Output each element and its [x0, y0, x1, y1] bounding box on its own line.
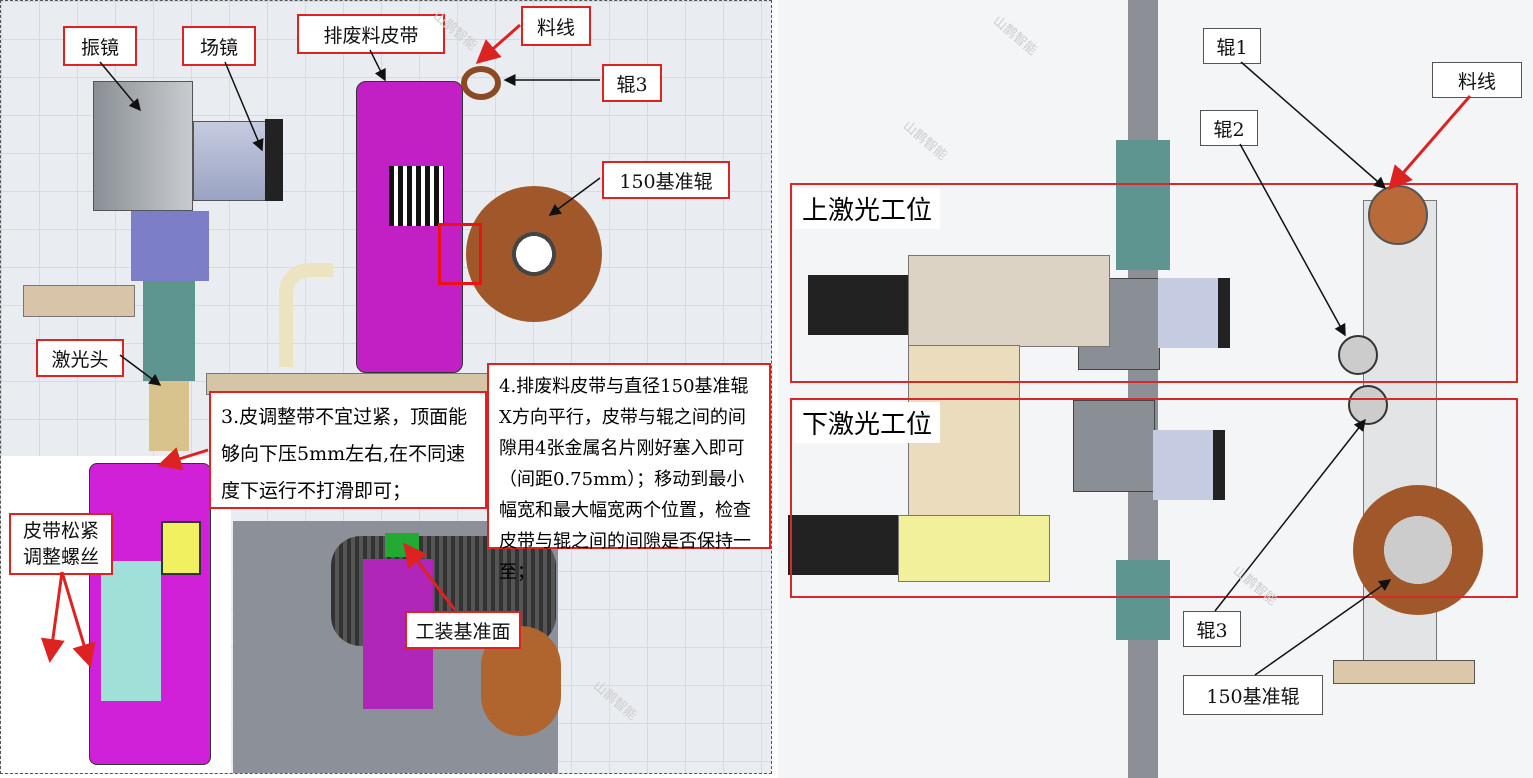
gap-highlight [438, 223, 482, 285]
label-ref-roller: 150基准辊 [1183, 675, 1323, 715]
label-roller3: 辊3 [1183, 611, 1241, 647]
upper-slide [908, 255, 1110, 347]
label-field-lens: 场镜 [182, 26, 256, 66]
lens-ring [265, 119, 283, 201]
lower-station-label: 下激光工位 [794, 402, 941, 443]
vertical-column [1128, 0, 1158, 778]
roller3-ring [461, 66, 501, 100]
base-foot [1333, 660, 1475, 684]
pipe [279, 263, 333, 367]
label-fixture-ref: 工装基准面 [405, 611, 521, 649]
label-roller1: 辊1 [1203, 28, 1261, 64]
lower-slide [898, 515, 1050, 582]
ref-roller [466, 186, 602, 322]
field-lens [193, 121, 275, 201]
laser-column [143, 281, 195, 381]
upper-lens [1158, 278, 1230, 348]
upper-station-label: 上激光工位 [794, 188, 941, 229]
label-galvo: 振镜 [63, 26, 137, 66]
bracket [23, 285, 135, 317]
note-4: 4.排废料皮带与直径150基准辊X方向平行，皮带与辊之间的间隙用4张金属名片刚好… [487, 363, 771, 583]
note-3: 3.皮调整带不宜过紧，顶面能够向下压5mm左右,在不同速度下运行不打滑即可； [209, 391, 487, 509]
label-material-line: 料线 [521, 6, 591, 46]
lower-galvo [1073, 400, 1155, 492]
belt-module-cyan [101, 561, 161, 701]
left-panel: 振镜 场镜 排废料皮带 料线 辊3 150基准辊 激光头 皮带松紧 调整螺丝 工… [0, 0, 772, 774]
upper-station-zone [790, 183, 1518, 383]
waste-belt-body [356, 81, 463, 373]
label-roller3: 辊3 [602, 64, 662, 102]
label-material-line: 料线 [1432, 62, 1522, 98]
lower-motor [788, 515, 898, 575]
right-panel: 上激光工位 下激光工位 辊1 料线 辊2 辊3 150基准辊 [778, 0, 1533, 778]
label-ref-roller: 150基准辊 [602, 161, 730, 199]
upper-motor [808, 275, 918, 335]
galvo-body [93, 81, 193, 211]
label-waste-belt: 排废料皮带 [297, 14, 445, 54]
label-roller2: 辊2 [1200, 110, 1258, 146]
label-laser-head: 激光头 [36, 339, 124, 377]
belt-grid [389, 166, 444, 226]
lower-station-zone [790, 398, 1518, 598]
column-teal-lower [1116, 560, 1170, 640]
photo-fixture [385, 533, 419, 557]
label-belt-screw: 皮带松紧 调整螺丝 [9, 513, 113, 575]
laser-head-base [149, 381, 189, 451]
mount-block [131, 211, 209, 281]
roller2 [1338, 335, 1378, 375]
column-teal-upper [1116, 140, 1170, 270]
belt-module-window [161, 521, 201, 575]
roller3 [1348, 385, 1388, 425]
